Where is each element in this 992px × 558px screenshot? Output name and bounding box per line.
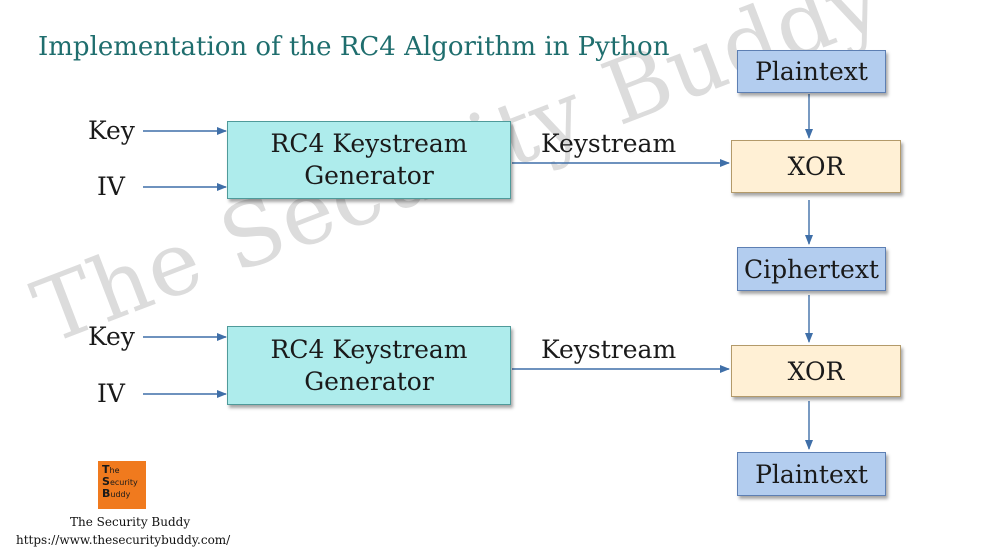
generator-top-line2: Generator [304,161,434,190]
page-title: Implementation of the RC4 Algorithm in P… [38,32,670,62]
key-label-bottom: Key [88,322,135,351]
logo-icon: The Security Buddy [98,461,146,509]
key-label-top: Key [88,116,135,145]
keystream-label-top: Keystream [541,129,677,158]
ciphertext-box: Ciphertext [737,247,886,291]
brand-name: The Security Buddy [70,515,191,529]
xor-box-top: XOR [731,140,901,193]
logo-line-1: The [102,463,120,476]
keystream-label-bottom: Keystream [541,335,677,364]
keystream-generator-bottom: RC4 Keystream Generator [227,326,511,405]
plaintext-box-bottom: Plaintext [737,452,886,496]
iv-label-bottom: IV [97,379,125,408]
logo-line-2: Security [102,475,138,488]
generator-top-line1: RC4 Keystream [270,129,468,158]
keystream-generator-top: RC4 Keystream Generator [227,121,511,199]
plaintext-box-top: Plaintext [737,50,886,93]
logo-line-3: Buddy [102,487,131,500]
generator-bottom-line2: Generator [304,366,434,396]
iv-label-top: IV [97,172,125,201]
generator-bottom-line1: RC4 Keystream [270,334,468,364]
brand-url: https://www.thesecuritybuddy.com/ [16,533,231,547]
xor-box-bottom: XOR [731,345,901,397]
